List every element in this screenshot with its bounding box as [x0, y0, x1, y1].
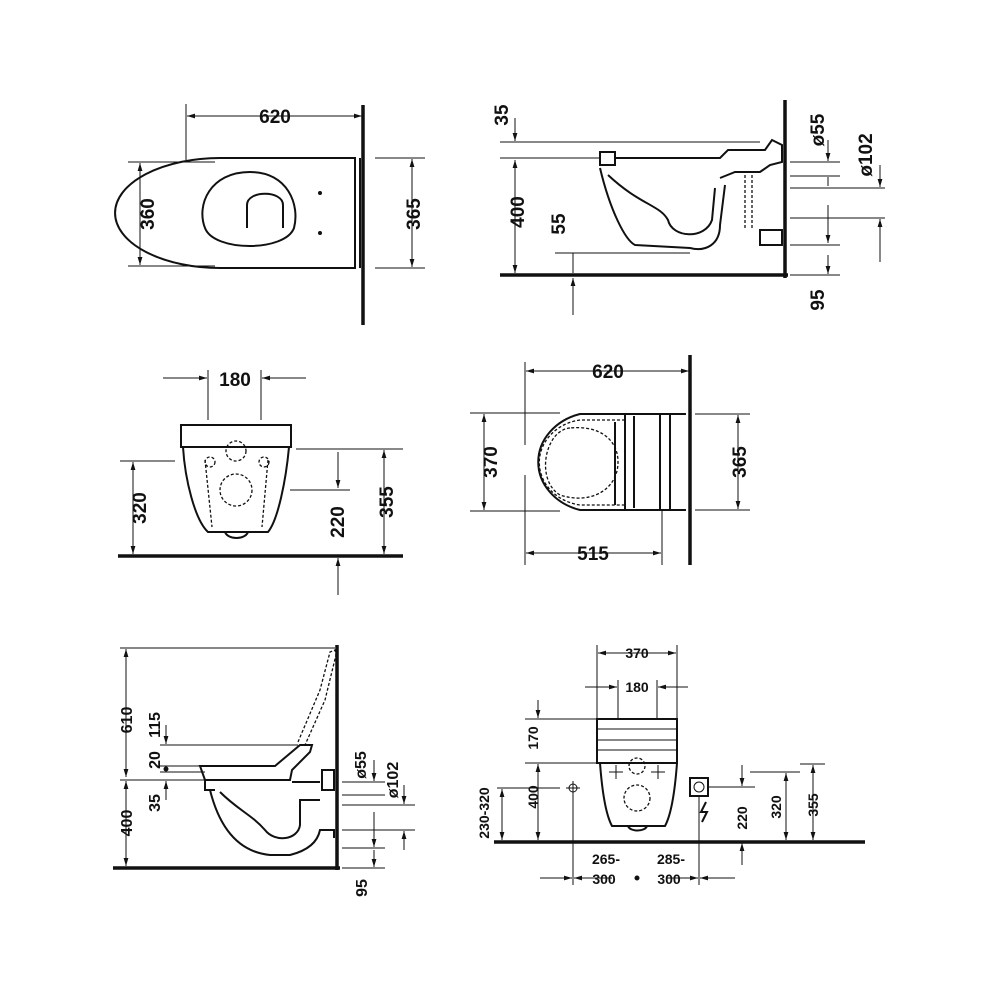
dim-355-label: 355 — [377, 486, 398, 518]
dim-115-label: 115 — [147, 712, 164, 738]
dim-35-label: 35 — [147, 794, 164, 812]
dim-320-label: 320 — [130, 492, 151, 524]
dim-515-label: 515 — [577, 544, 609, 565]
dim-20-label: 20 — [147, 751, 164, 769]
dim-620-label: 620 — [592, 362, 624, 383]
dim-285-300-label: 300 — [657, 871, 681, 887]
dim-170-label: 170 — [525, 726, 541, 750]
dim-95-label: 95 — [354, 879, 371, 897]
top-view: 620 360 365 — [114, 104, 425, 325]
dim-95-label: 95 — [808, 289, 829, 311]
dim-dia102-label: ø102 — [385, 762, 402, 799]
dim-365-label: 365 — [730, 446, 751, 478]
dim-370-label: 370 — [481, 446, 502, 478]
dim-55-label: 55 — [549, 213, 570, 235]
install-front-view: 370 180 170 400 230-320 220 320 355 — [476, 645, 865, 887]
dim-dia55-label: ø55 — [353, 751, 370, 779]
dim-355-label: 355 — [805, 793, 821, 817]
dim-265-300-label: 300 — [592, 871, 616, 887]
dim-265-label: 265- — [592, 851, 620, 867]
bowl-outline — [114, 157, 356, 269]
dim-180-label: 180 — [219, 370, 251, 391]
dim-230-320-label: 230-320 — [476, 787, 492, 839]
dim-400-label: 400 — [525, 785, 541, 809]
dim-180-label: 180 — [625, 679, 649, 695]
dim-220-label: 220 — [328, 506, 349, 538]
dim-360-label: 360 — [138, 198, 159, 230]
bowl-inner — [201, 170, 297, 247]
dim-400-label: 400 — [119, 810, 136, 837]
dim-365-label: 365 — [404, 198, 425, 230]
dim-400-label: 400 — [508, 196, 529, 228]
dim-dia102-label: ø102 — [856, 133, 877, 176]
side-view: 35 400 55 ø55 ø102 95 — [492, 100, 885, 315]
side-seat-view: 610 115 20 35 400 ø55 ø102 95 — [113, 645, 415, 897]
dim-dia55-label: ø55 — [808, 113, 829, 146]
seat-top-view: 620 370 365 515 — [470, 355, 751, 565]
dim-620-label: 620 — [259, 107, 291, 128]
dim-370-label: 370 — [625, 645, 649, 661]
dim-35-label: 35 — [492, 104, 513, 126]
dim-220-label: 220 — [734, 806, 750, 830]
dim-610-label: 610 — [119, 707, 136, 734]
dim-320-label: 320 — [768, 795, 784, 819]
front-view: 180 320 220 355 — [118, 370, 403, 595]
dim-285-label: 285- — [657, 851, 685, 867]
